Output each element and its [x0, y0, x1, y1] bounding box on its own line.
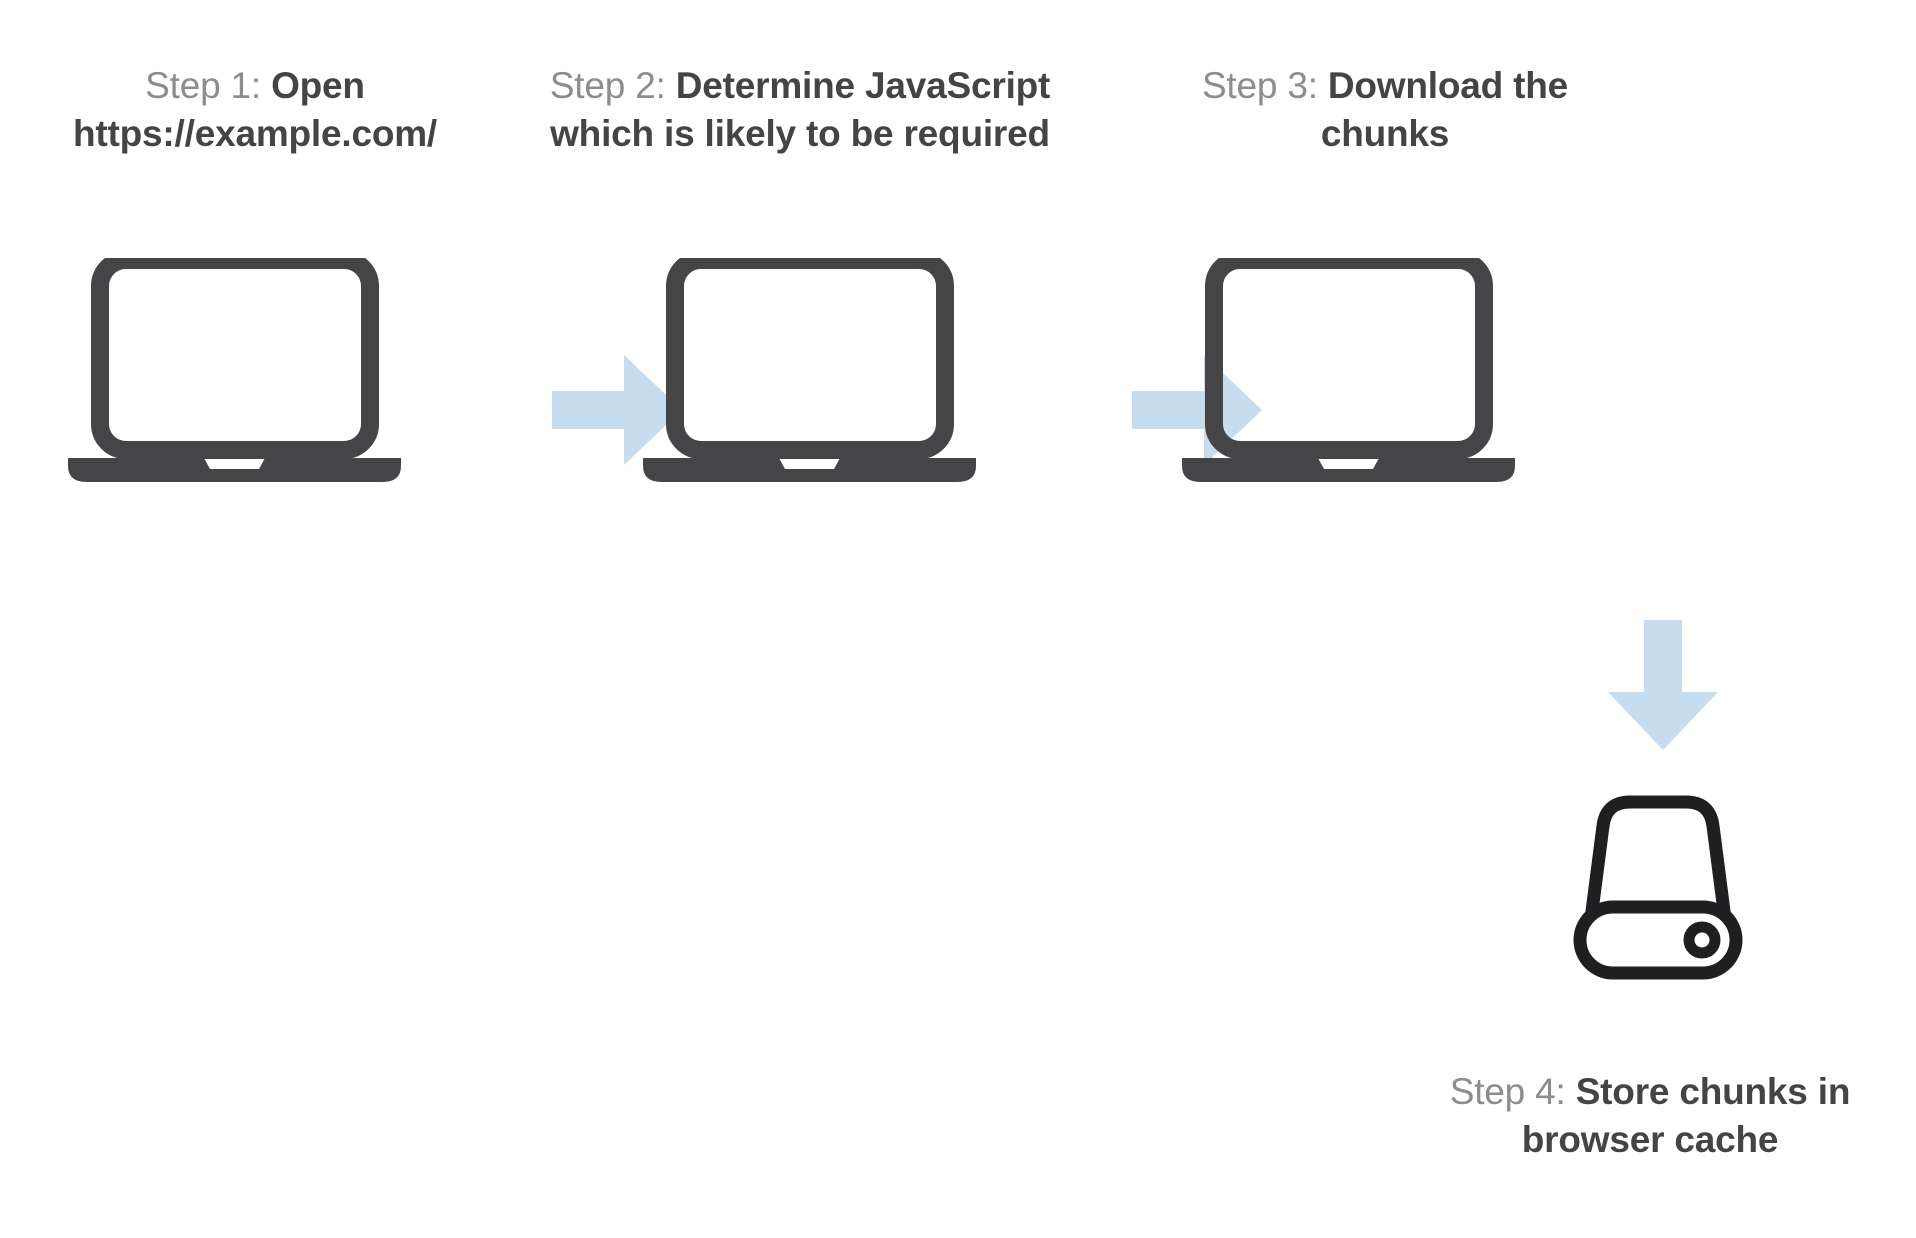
step-2-caption: Step 2: Determine JavaScript which is li…	[545, 62, 1055, 158]
step-2-text: Determine JavaScript which is likely to …	[550, 65, 1051, 155]
step-4-prefix: Step 4:	[1449, 1071, 1576, 1112]
laptop-icon-step-1	[62, 258, 407, 483]
step-4-caption: Step 4: Store chunks in browser cache	[1430, 1068, 1870, 1164]
step-3-caption: Step 3: Download the chunks	[1150, 62, 1620, 158]
arrow-down-step3-to-step4	[1608, 620, 1718, 750]
step-4-text: Store chunks in browser cache	[1521, 1071, 1851, 1161]
laptop-icon-step-2	[637, 258, 982, 483]
hard-drive-icon-step-4	[1548, 790, 1768, 985]
step-3-prefix: Step 3:	[1201, 65, 1328, 106]
step-3-text: Download the chunks	[1320, 65, 1569, 155]
step-1-caption: Step 1: Open https://example.com/	[20, 62, 490, 158]
step-1-text: Open https://example.com/	[72, 65, 438, 155]
step-2-prefix: Step 2:	[549, 65, 676, 106]
step-1-prefix: Step 1:	[145, 65, 272, 106]
laptop-icon-step-3	[1176, 258, 1521, 483]
arrow-right-step1-to-step2	[552, 355, 682, 465]
